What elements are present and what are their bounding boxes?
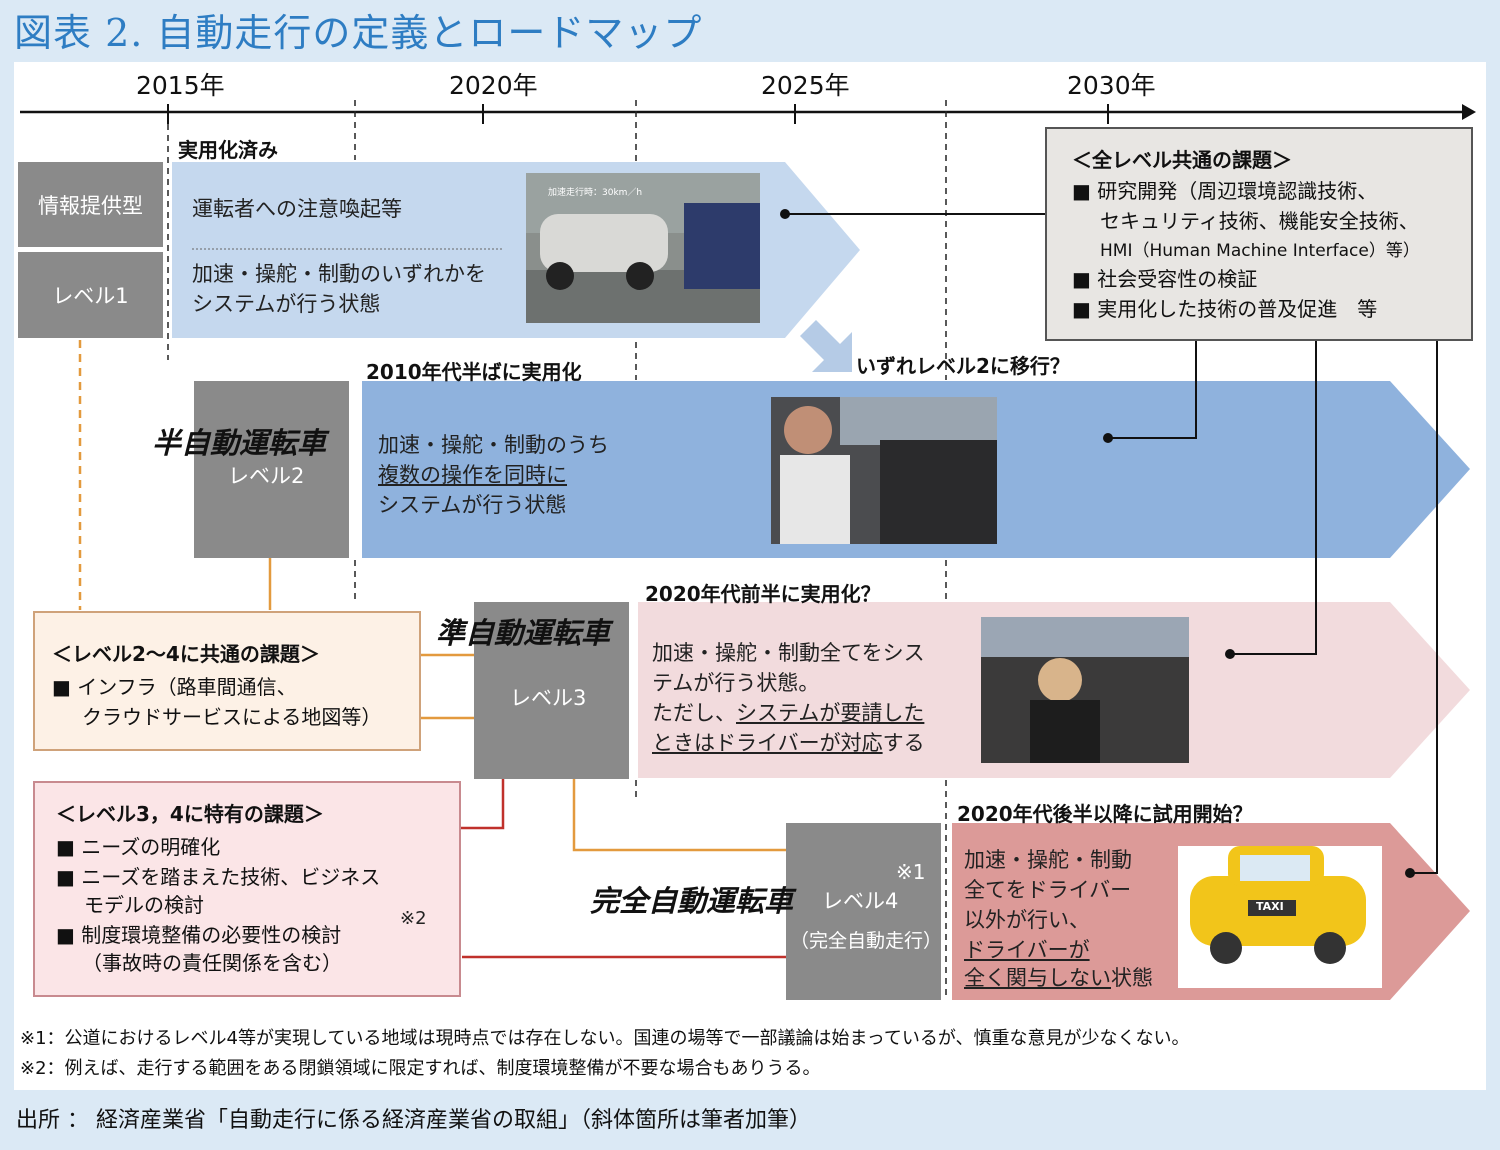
level3-line3-b: システムが要請した <box>736 701 925 725</box>
photo-level1 <box>526 173 760 323</box>
level34-item-1: ■ ニーズの明確化 <box>56 835 221 859</box>
phase-label-level2: 2010年代半ばに実用化 <box>366 360 582 384</box>
level34-note-mark: ※2 <box>400 908 427 929</box>
all-level-item-2: セキュリティ技術、機能安全技術、 <box>1100 209 1419 233</box>
level1-photo-caption: 加速走行時：30km／h <box>548 188 643 198</box>
connector-l4 <box>1410 340 1438 874</box>
level4-line3: 以外が行い、 <box>964 908 1090 932</box>
level3-level-label: レベル3 <box>510 686 587 710</box>
level1-row2-line1: 加速・操舵・制動のいずれかを <box>192 262 486 286</box>
level2-line2: 複数の操作を同時に <box>378 463 567 487</box>
all-level-challenges-box <box>1045 127 1473 341</box>
photo-level4-taxi <box>1178 846 1382 988</box>
year-2025: 2025年 <box>761 71 850 100</box>
photo-level3 <box>981 617 1189 763</box>
level24-heading: ＜レベル2～4に共通の課題＞ <box>52 642 320 666</box>
level3-line4: ときはドライバーが対応する <box>652 728 925 758</box>
year-2015: 2015年 <box>136 71 225 100</box>
taxi-sign: TAXI <box>1256 900 1284 913</box>
level34-heading: ＜レベル3，4に特有の課題＞ <box>56 802 324 826</box>
level2-category: 半自動運転車 <box>152 426 327 460</box>
year-2030: 2030年 <box>1067 71 1156 100</box>
level4-category: 完全自動運転車 <box>590 884 794 918</box>
connector-dot-l3 <box>1225 649 1235 659</box>
level3-line3-a: ただし、 <box>652 701 736 725</box>
phase-label-level4: 2020年代後半以降に試用開始？ <box>957 802 1253 826</box>
level1-type-label: 情報提供型 <box>18 162 163 247</box>
level2-line3: システムが行う状態 <box>378 493 567 517</box>
level34-item-2: ■ ニーズを踏まえた技術、ビジネス <box>56 865 381 889</box>
connector-l3 <box>1230 340 1317 655</box>
all-level-item-4: ■ 社会受容性の検証 <box>1072 267 1258 291</box>
photo-level2 <box>771 397 997 544</box>
level3-line3: ただし、システムが要請した <box>652 698 924 728</box>
all-level-item-3: HMI（Human Machine Interface）等） <box>1100 241 1420 261</box>
level3-category: 準自動運転車 <box>436 616 611 650</box>
year-2020: 2020年 <box>449 71 538 100</box>
level4-sub-label: （完全自動走行） <box>790 930 943 952</box>
timeline-arrowhead <box>1462 104 1476 120</box>
level34-item-3: モデルの検討 <box>84 893 204 917</box>
level3-line2: テムが行う状態。 <box>652 671 820 695</box>
level2-line1: 加速・操舵・制動のうち <box>378 433 609 457</box>
level1-level-label: レベル1 <box>18 252 163 338</box>
level3-line4-a: ときはドライバーが対応 <box>652 731 883 755</box>
level4-line5-b: 状態 <box>1111 966 1153 990</box>
level4-level-label: レベル4 <box>822 889 899 913</box>
transition-arrow <box>800 320 852 372</box>
phase-label-transition: いずれレベル2に移行？ <box>856 354 1070 378</box>
level4-line5: 全く関与しない状態 <box>964 963 1153 993</box>
source-note: 出所 ： 経済産業省「自動走行に係る経済産業省の取組」（斜体箇所は筆者加筆） <box>16 1108 811 1133</box>
level3-line1: 加速・操舵・制動全てをシス <box>652 641 925 665</box>
page-title: 図表 2. 自動走行の定義とロードマップ <box>14 11 703 55</box>
all-level-item-5: ■ 実用化した技術の普及促進 等 <box>1072 297 1378 321</box>
level3-line4-b: する <box>882 731 925 755</box>
phase-label-practical: 実用化済み <box>178 138 278 162</box>
phase-label-level3: 2020年代前半に実用化？ <box>645 582 881 606</box>
footnote-1: ※1：公道におけるレベル4等が実現している地域は現時点では存在しない。国連の場等… <box>20 1028 1190 1049</box>
level4-line2: 全てをドライバー <box>964 878 1132 902</box>
level1-row1: 運転者への注意喚起等 <box>192 197 402 221</box>
level2-box <box>194 381 349 558</box>
connector-l2 <box>1108 340 1197 439</box>
connector-dot-l4 <box>1405 868 1415 878</box>
level1-row2-line2: システムが行う状態 <box>192 292 381 316</box>
level4-line1: 加速・操舵・制動 <box>964 848 1132 872</box>
level4-box <box>786 823 941 1000</box>
connector-dot-l2 <box>1103 433 1113 443</box>
all-level-heading: ＜全レベル共通の課題＞ <box>1072 148 1292 172</box>
level24-item-2: クラウドサービスによる地図等） <box>82 705 382 729</box>
level4-note-mark: ※1 <box>896 860 926 884</box>
level24-item-1: ■ インフラ（路車間通信、 <box>52 675 297 699</box>
level4-line5-a: 全く関与しない <box>964 966 1111 990</box>
footnote-2: ※2：例えば、走行する範囲をある閉鎖領域に限定すれば、制度環境整備が不要な場合も… <box>20 1058 821 1079</box>
level24-challenges-box <box>33 611 421 751</box>
all-level-item-1: ■ 研究開発（周辺環境認識技術、 <box>1072 179 1378 203</box>
level2-level-label: レベル2 <box>228 464 305 488</box>
level34-item-5: （事故時の責任関係を含む） <box>82 951 342 975</box>
level34-challenges-box <box>33 781 461 997</box>
level4-line4: ドライバーが <box>964 938 1090 962</box>
level3-box <box>474 602 629 779</box>
level34-item-4: ■ 制度環境整備の必要性の検討 <box>56 923 342 947</box>
